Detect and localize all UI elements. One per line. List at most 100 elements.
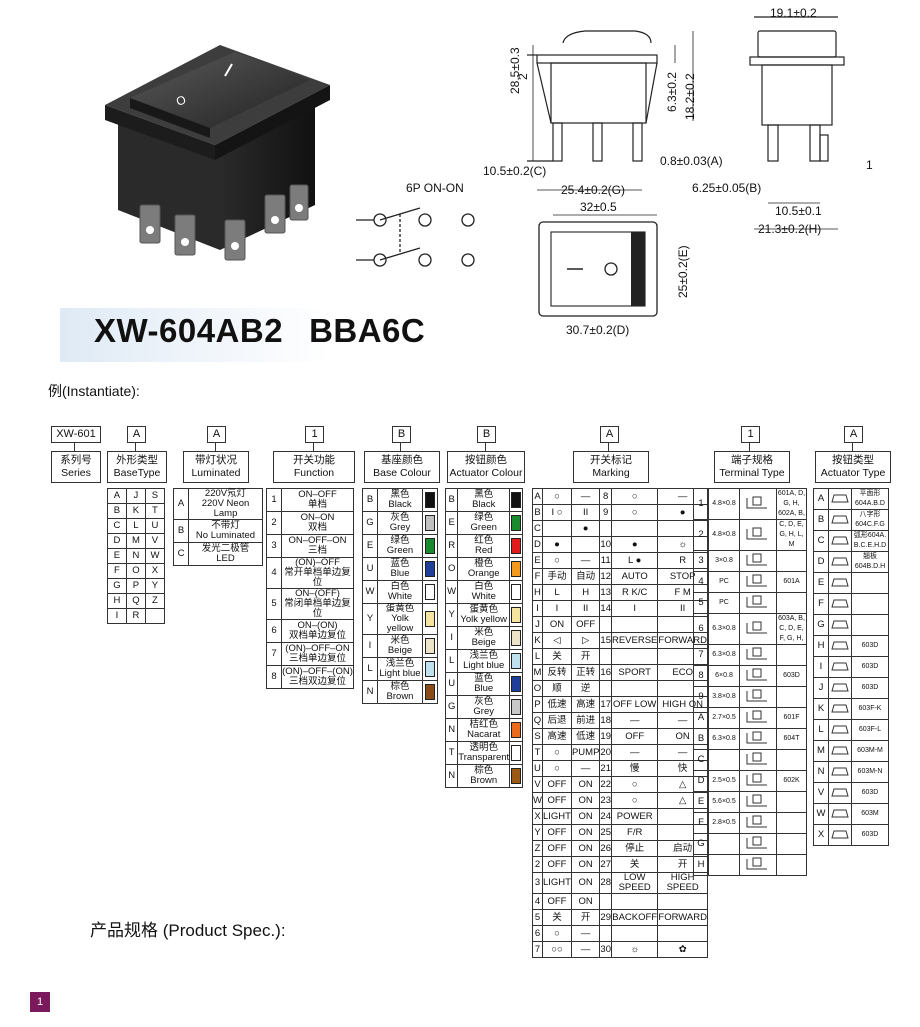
colour-swatch bbox=[425, 515, 435, 531]
colour-swatch bbox=[425, 538, 435, 554]
actuator-row: G bbox=[813, 614, 889, 636]
actuator-icon bbox=[831, 578, 849, 586]
colour-swatch bbox=[511, 722, 522, 738]
terminal-icon bbox=[746, 836, 767, 848]
colour-swatch bbox=[511, 538, 522, 554]
terminal-icon bbox=[746, 815, 767, 827]
actuator-icon bbox=[831, 557, 849, 565]
colour-swatch bbox=[511, 561, 522, 577]
terminal-icon bbox=[746, 595, 767, 607]
dim-32: 32±0.5 bbox=[580, 200, 617, 214]
colour-swatch bbox=[511, 607, 522, 623]
actuator-icon bbox=[831, 704, 849, 712]
dim-105b: 10.5±0.1 bbox=[775, 204, 822, 218]
marking-row: C● bbox=[532, 520, 708, 537]
terminal-icon bbox=[746, 773, 767, 785]
actuator-icon bbox=[831, 641, 849, 649]
terminal-icon bbox=[746, 574, 767, 586]
colour-swatch bbox=[425, 661, 435, 677]
dim-625b: 6.25±0.05(B) bbox=[692, 181, 762, 195]
switch-photo: O bbox=[105, 45, 330, 261]
dim-h-2: 2 bbox=[516, 73, 530, 80]
actuator-icon bbox=[831, 599, 849, 607]
actuator-icon bbox=[831, 515, 849, 523]
colour-swatch bbox=[511, 584, 522, 600]
terminal-icon bbox=[746, 496, 767, 508]
dim-307d: 30.7±0.2(D) bbox=[566, 323, 630, 337]
actuator-row: F bbox=[813, 593, 889, 615]
dim-1: 1 bbox=[866, 158, 873, 172]
dim-105c: 10.5±0.2(C) bbox=[483, 164, 547, 178]
terminal-icon bbox=[746, 621, 767, 633]
actuator-icon bbox=[831, 725, 849, 733]
colour-swatch bbox=[425, 684, 435, 700]
actuator-icon bbox=[831, 830, 849, 838]
dim-08a: 0.8±0.03(A) bbox=[660, 154, 723, 168]
colour-swatch bbox=[511, 699, 522, 715]
marking-row: D●10●☼ bbox=[532, 536, 708, 553]
side-view-drawing bbox=[527, 30, 694, 216]
circuit-label: 6P ON-ON bbox=[406, 181, 464, 195]
actuator-icon bbox=[831, 620, 849, 628]
terminal-row: G bbox=[693, 833, 807, 855]
colour-swatch bbox=[511, 745, 522, 761]
colour-swatch bbox=[511, 492, 522, 508]
front-view-drawing bbox=[538, 221, 658, 317]
actuator-icon bbox=[831, 809, 849, 817]
actuator-row: E bbox=[813, 572, 889, 594]
colour-swatch bbox=[511, 768, 522, 784]
dim-h-total: 28.5±0.3 bbox=[508, 47, 522, 94]
model-number: XW-604AB2 bbox=[94, 312, 284, 349]
code-series: XW-601 bbox=[51, 426, 101, 443]
code-function: 1 bbox=[305, 426, 324, 443]
